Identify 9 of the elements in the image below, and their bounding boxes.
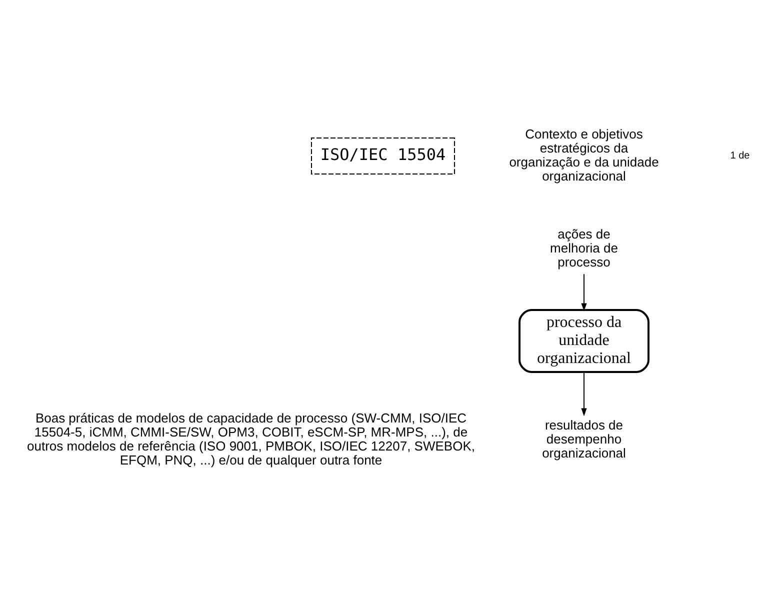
label: 1 de [730, 150, 750, 161]
arrow [580, 371, 586, 416]
node-box: processo da unidade organizacional [518, 308, 649, 372]
node-box: ISO/IEC 15504 [310, 137, 454, 174]
arrow [580, 273, 586, 311]
label: Boas práticas de modelos de capacidade de processo (SW-CMM, ISO/IEC 15504-5, iCMM, CMMI-SE/SW, OPM3, COBIT, eSCM-SP, MR-MPS, ...), de outros modelos de referência (ISO 9001, PMBOK, ISO/IEC 12207, SWEBOK, EFQM, PNQ, ...) e/ou de qualquer outra fonte [26, 410, 474, 467]
node-text: ações de melhoria de processo [550, 226, 618, 269]
node-text: resultados de desempenho organizacional [542, 416, 626, 460]
label: Contexto e objetivos estratégicos da organização e da unidade organizacional [508, 126, 658, 183]
